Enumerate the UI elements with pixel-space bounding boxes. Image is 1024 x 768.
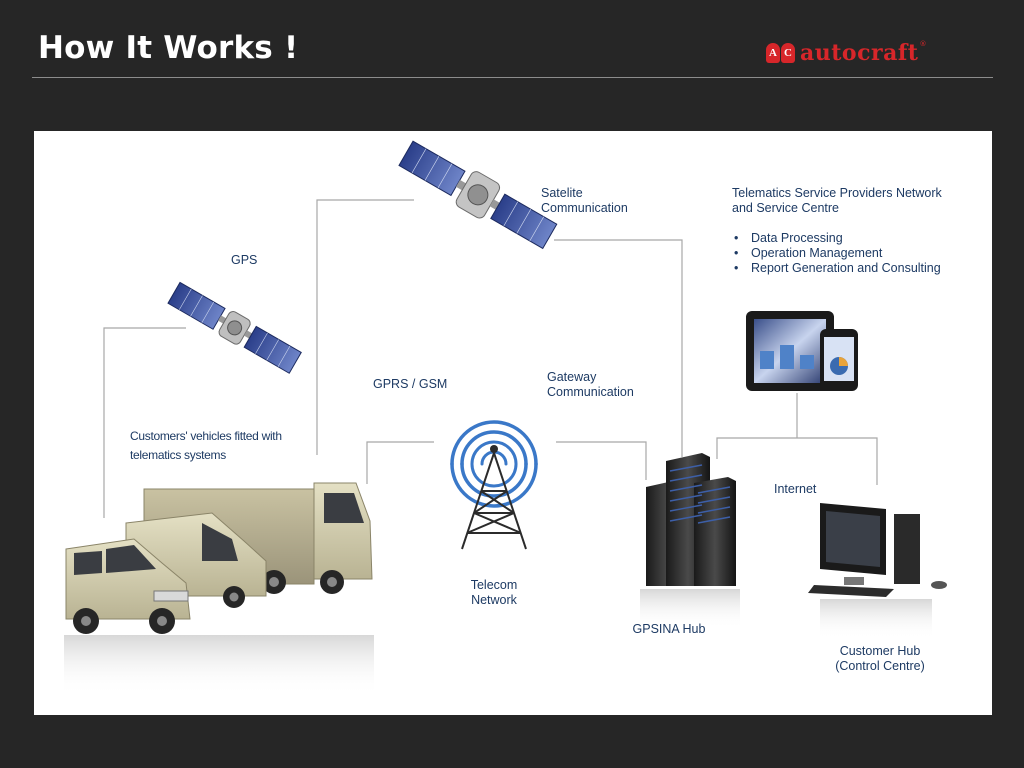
server-rack-icon (640, 453, 740, 629)
customer-hub-label-line-2: (Control Centre) (835, 659, 925, 673)
diagram-panel: GPS Satelite Communication Telematics Se… (34, 131, 992, 715)
logo-text: autocraft (800, 40, 919, 66)
bullet-data-processing: Data Processing (734, 231, 941, 246)
gateway-label-line-1: Gateway (547, 370, 597, 384)
satellite-label-line-2: Communication (541, 201, 628, 215)
gps-satellite-icon (167, 281, 302, 374)
gprs-gsm-label: GPRS / GSM (373, 377, 448, 391)
vehicles-label-line-1: Customers' vehicles fitted with (130, 429, 282, 443)
tsp-label: Telematics Service Providers Network and… (732, 186, 942, 216)
tablet-phone-icon (746, 311, 858, 391)
tsp-label-line-2: and Service Centre (732, 201, 840, 215)
satellite-label: Satelite Communication (541, 186, 628, 216)
telecom-label-line-2: Network (471, 593, 517, 607)
desktop-computer-icon (808, 503, 947, 639)
telecom-network-label: Telecom Network (454, 578, 534, 608)
connector-truck-satellite (316, 199, 414, 455)
logo-mark-c: C (781, 43, 795, 63)
customer-hub-label: Customer Hub (Control Centre) (820, 644, 940, 674)
connector-vehicles-gps (103, 327, 186, 518)
bullet-report-generation: Report Generation and Consulting (734, 261, 941, 276)
bullet-operation-management: Operation Management (734, 246, 941, 261)
autocraft-logo: A C autocraft ® (766, 40, 926, 66)
title-divider (32, 77, 993, 78)
telecom-label-line-1: Telecom (470, 578, 518, 592)
connector-hub-customer (716, 437, 878, 485)
connector-satellite-hub (554, 239, 683, 457)
vehicles-label: Customers' vehicles fitted with telemati… (130, 427, 282, 465)
vehicles-illustration (64, 482, 374, 695)
tsp-bullet-list: Data Processing Operation Management Rep… (734, 231, 941, 276)
logo-mark-a: A (766, 43, 780, 63)
logo-registered-mark: ® (919, 40, 927, 48)
gateway-label-line-2: Communication (547, 385, 634, 399)
gpsina-hub-label: GPSINA Hub (632, 622, 706, 636)
vehicles-label-line-2: telematics systems (130, 448, 226, 462)
satellite-label-line-1: Satelite (541, 186, 583, 200)
logo-mark: A C (766, 43, 796, 63)
gps-label: GPS (231, 253, 258, 267)
customer-hub-label-line-1: Customer Hub (839, 644, 921, 658)
connector-lines (103, 199, 878, 518)
telecom-tower-icon (450, 420, 538, 550)
diagram-artwork (64, 140, 947, 695)
tsp-label-line-1: Telematics Service Providers Network (732, 186, 942, 200)
slide-title: How It Works ! (38, 30, 299, 66)
connector-tower-hub (556, 441, 647, 480)
gateway-label: Gateway Communication (547, 370, 634, 400)
connector-truck-tower (366, 441, 434, 484)
communication-satellite-icon (398, 140, 558, 250)
internet-label: Internet (774, 482, 817, 496)
